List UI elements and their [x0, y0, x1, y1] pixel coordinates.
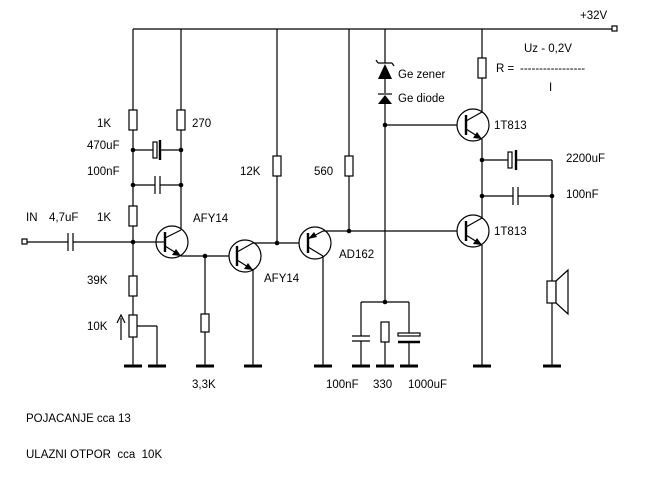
loudspeaker-icon	[546, 268, 569, 316]
junction-dot	[130, 239, 136, 245]
capacitor-470uf-plate	[152, 141, 158, 159]
capacitor-1000uf-plate	[397, 332, 421, 337]
pot-arrow-head	[116, 313, 126, 324]
gain-note: POJACANJE cca 13	[26, 413, 131, 425]
junction-dot	[549, 193, 555, 199]
capacitor-470uf-label: 470uF	[87, 140, 120, 152]
potentiometer-10k	[128, 314, 138, 338]
resistor-1k-input-label: 1K	[97, 212, 111, 224]
transistor-1t813-bottom	[456, 214, 490, 248]
formula-denominator: I	[549, 82, 552, 94]
transistor-ad162	[298, 226, 332, 260]
resistor-560	[344, 155, 354, 177]
resistor-1k-input	[128, 205, 138, 227]
input-resistance-note: ULAZNI OTPOR cca 10K	[26, 449, 163, 461]
resistor-270-label: 270	[192, 118, 211, 130]
ge-diode	[378, 93, 392, 104]
transistor-afy14-q1	[155, 225, 189, 259]
resistor-270	[176, 109, 186, 131]
transistor-ad162-label: AD162	[339, 249, 374, 261]
resistor-330	[380, 321, 390, 343]
input-terminal[interactable]	[21, 238, 28, 245]
input-label: IN	[26, 212, 38, 224]
transistor-afy14-q2-label: AFY14	[264, 273, 300, 285]
resistor-39k-label: 39K	[87, 275, 108, 287]
transistor-1t813-bottom-label: 1T813	[494, 226, 527, 238]
junction-dot	[130, 147, 136, 153]
ge-zener-diode	[375, 59, 395, 79]
transistor-afy14-q2	[228, 239, 262, 273]
formula-lhs: R =	[496, 63, 515, 75]
ge-zener-label: Ge zener	[398, 69, 445, 81]
resistor-3-3k	[200, 313, 210, 333]
capacitor-100nf-bottom-label: 100nF	[326, 379, 359, 391]
resistor-330-label: 330	[373, 379, 392, 391]
resistor-r	[477, 57, 487, 79]
capacitor-100nf-label: 100nF	[87, 166, 120, 178]
formula-fraction-bar: -----------------	[520, 63, 585, 75]
transistor-1t813-top-label: 1T813	[494, 120, 527, 132]
capacitor-100nf-right-label: 100nF	[566, 189, 599, 201]
resistor-12k-label: 12K	[240, 166, 261, 178]
resistor-560-label: 560	[314, 166, 333, 178]
resistor-39k	[128, 275, 138, 297]
supply-terminal	[611, 25, 618, 32]
resistor-3-3k-label: 3,3K	[192, 379, 216, 391]
resistor-1k-top	[128, 109, 138, 131]
resistor-1k-top-label: 1K	[97, 118, 111, 130]
supply-label: +32V	[580, 10, 608, 22]
transistor-afy14-q1-label: AFY14	[193, 213, 229, 225]
input-cap-label: 4,7uF	[49, 212, 78, 224]
capacitor-2200uf-plate	[507, 151, 513, 169]
ge-diode-label: Ge diode	[398, 93, 445, 105]
capacitor-1000uf-label: 1000uF	[408, 379, 447, 391]
potentiometer-10k-label: 10K	[87, 321, 108, 333]
transistor-1t813-top	[456, 108, 490, 142]
resistor-12k	[272, 155, 282, 177]
formula-numerator: Uz - 0,2V	[524, 43, 572, 55]
capacitor-2200uf-label: 2200uF	[566, 153, 605, 165]
junction-dot	[130, 182, 136, 188]
